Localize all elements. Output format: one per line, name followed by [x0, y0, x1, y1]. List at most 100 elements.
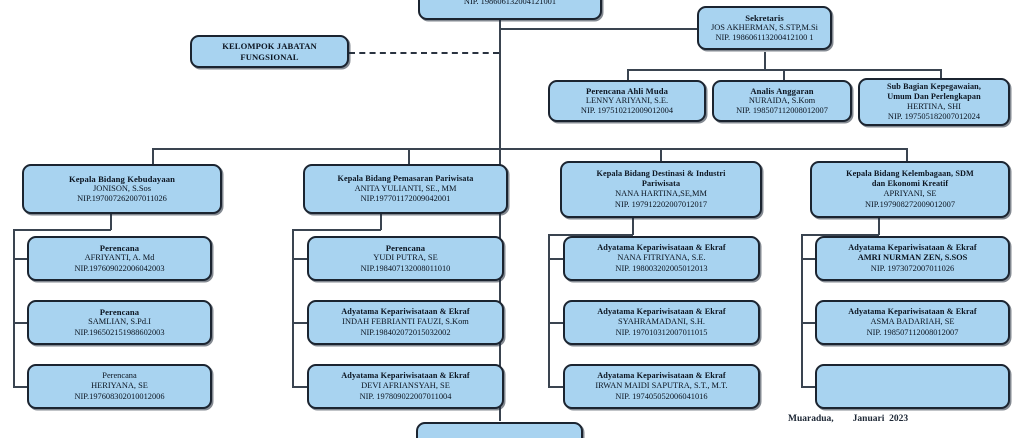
- staff-1-1-name: AFRIYANTI, A. Md: [84, 253, 155, 263]
- connector-staff-3-2: [548, 322, 563, 324]
- connector-unit-2: [783, 69, 785, 80]
- connector-spine-lower: [499, 171, 501, 421]
- unit-0-nip: NIP. 197510212009012004: [580, 106, 674, 116]
- box-staff-1-1[interactable]: Perencana AFRIYANTI, A. Md NIP.197609022…: [27, 236, 212, 281]
- box-staff-2-3[interactable]: Adyatama Kepariwisataan & Ekraf DEVI AFR…: [307, 364, 504, 409]
- box-staff-2-1[interactable]: Perencana YUDI PUTRA, SE NIP.19840713200…: [307, 236, 504, 281]
- connector-staff-rail-2-top: [292, 229, 381, 231]
- staff-4-2-nip: NIP. 198507112008012007: [866, 327, 959, 337]
- box-kepala-bidang-kelembagaan-sdm-ekraf[interactable]: Kepala Bidang Kelembagaan, SDM dan Ekono…: [810, 161, 1010, 218]
- connector-staff-4-1: [801, 258, 815, 260]
- connector-staff-1-3: [13, 386, 27, 388]
- unit-0-name: LENNY ARIYANI, S.E.: [585, 95, 669, 105]
- bidang-3-title-2: dan Ekonomi Kreatif: [871, 179, 949, 189]
- bidang-0-title: Kepala Bidang Kebudayaan: [68, 173, 176, 184]
- staff-3-1-title: Adyatama Kepariwisataan & Ekraf: [597, 243, 726, 253]
- connector-staff-4-3: [801, 386, 815, 388]
- unit-2-name: HERTINA, SHI: [907, 101, 961, 111]
- box-sekretaris[interactable]: Sekretaris JOS AKHERMAN, S.STP,M.Si NIP.…: [697, 6, 832, 50]
- staff-4-2-title: Adyatama Kepariwisataan & Ekraf: [848, 307, 977, 317]
- staff-3-2-name: SYAHRAMADANI, S.H.: [617, 317, 706, 327]
- sekretaris-nip: NIP. 198606113200412100 1: [715, 33, 814, 43]
- connector-spine-main: [499, 18, 501, 171]
- bidang-2-name: NANA HARTINA,SE,MM: [615, 189, 707, 199]
- staff-1-2-name: SAMLIAN, S.Pd.I: [88, 317, 151, 327]
- connector-staff-1-1: [13, 258, 27, 260]
- connector-staff-3-1: [548, 258, 563, 260]
- staff-2-1-title: Perencana: [385, 243, 426, 253]
- box-kepala-bidang-destinasi-industri-pariwisata[interactable]: Kepala Bidang Destinasi & Industri Pariw…: [560, 161, 762, 218]
- staff-3-3-name: IRWAN MAIDI SAPUTRA, S.T., M.T.: [595, 381, 728, 391]
- staff-4-2-name: ASMA BADARIAH, SE: [870, 317, 955, 327]
- unit-1-nip: NIP. 198507112008012007: [736, 106, 828, 116]
- bidang-2-title: Kepala Bidang Destinasi & Industri: [596, 169, 726, 179]
- box-kepala-bidang-kebudayaan[interactable]: Kepala Bidang Kebudayaan JONISON, S.Sos …: [22, 164, 222, 214]
- staff-2-3-title: Adyatama Kepariwisataan & Ekraf: [341, 371, 470, 381]
- unit-2-nip: NIP. 197505182007012024: [887, 112, 981, 121]
- staff-1-3-nip: NIP.197608302010012006: [74, 391, 165, 401]
- connector-staff-rail-1-top: [13, 229, 111, 231]
- box-kepala-uptd[interactable]: Kepala UPTD: [416, 422, 583, 438]
- staff-3-2-title: Adyatama Kepariwisataan & Ekraf: [597, 307, 726, 317]
- staff-2-1-name: YUDI PUTRA, SE: [373, 253, 438, 263]
- bidang-3-title: Kepala Bidang Kelembagaan, SDM: [846, 169, 974, 179]
- unit-0-title: Perencana Ahli Muda: [586, 85, 668, 96]
- connector-staff-1-2: [13, 322, 27, 324]
- connector-staff-rail-4: [801, 234, 803, 387]
- connector-staff-4-2: [801, 322, 815, 324]
- box-staff-4-1[interactable]: Adyatama Kepariwisataan & Ekraf AMRI NUR…: [815, 236, 1010, 281]
- box-staff-3-2[interactable]: Adyatama Kepariwisataan & Ekraf SYAHRAMA…: [563, 300, 760, 345]
- connector-staff-2-1: [292, 258, 307, 260]
- box-staff-3-3[interactable]: Adyatama Kepariwisataan & Ekraf IRWAN MA…: [563, 364, 760, 409]
- bidang-1-nip: NIP.197701172009042001: [360, 194, 451, 203]
- connector-bidang-bus: [152, 148, 907, 150]
- connector-bidang-drop-2: [408, 148, 410, 165]
- box-kelompok-jabatan-fungsional[interactable]: KELOMPOK JABATAN FUNGSIONAL: [190, 35, 349, 68]
- box-staff-1-2[interactable]: Perencana SAMLIAN, S.Pd.I NIP.1965021519…: [27, 300, 212, 345]
- connector-staff-rail-3-stub: [632, 218, 634, 235]
- staff-3-2-nip: NIP. 197010312007011015: [615, 327, 708, 337]
- unit-2-title-2: Umum Dan Perlengkapan: [887, 91, 981, 101]
- box-staff-4-2[interactable]: Adyatama Kepariwisataan & Ekraf ASMA BAD…: [815, 300, 1010, 345]
- staff-1-1-title: Perencana: [99, 243, 140, 253]
- box-staff-2-2[interactable]: Adyatama Kepariwisataan & Ekraf INDAH FE…: [307, 300, 504, 345]
- box-perencana-ahli-muda[interactable]: Perencana Ahli Muda LENNY ARIYANI, S.E. …: [548, 80, 706, 122]
- staff-2-2-nip: NIP.198402072015032002: [360, 327, 451, 337]
- connector-staff-rail-3: [548, 234, 550, 387]
- staff-3-3-nip: NIP. 197405052006041016: [615, 391, 708, 401]
- bidang-0-nip: NIP.197007262007011026: [77, 194, 167, 204]
- connector-unit-1: [627, 69, 629, 80]
- box-staff-1-3[interactable]: Perencana HERIYANA, SE NIP.1976083020100…: [27, 364, 212, 409]
- connector-staff-rail-2-stub: [380, 213, 382, 230]
- bidang-2-title-2: Pariwisata: [641, 179, 681, 189]
- connector-unit-3: [940, 69, 942, 80]
- bidang-2-nip: NIP. 197912202007012017: [614, 199, 708, 209]
- staff-2-3-nip: NIP. 197809022007011004: [359, 391, 452, 401]
- connector-staff-rail-3-top: [548, 234, 633, 236]
- connector-staff-2-3: [292, 386, 307, 388]
- box-kepala-dinas[interactable]: JOS AKHERMAN, S.STP,M.Si NIP. 1986061320…: [418, 0, 602, 20]
- connector-sekretaris-down: [764, 52, 766, 70]
- connector-staff-rail-2: [292, 229, 294, 387]
- connector-staff-rail-1-stub: [110, 213, 112, 230]
- bidang-3-nip: NIP.197908272009012007: [864, 199, 956, 209]
- bidang-1-title: Kepala Bidang Pemasaran Pariwisata: [337, 173, 474, 183]
- uptd-title: Kepala UPTD: [473, 437, 526, 438]
- connector-staff-3-3: [548, 386, 563, 388]
- place-and-date: Muaradua, Januari 2023: [788, 414, 909, 424]
- staff-3-3-title: Adyatama Kepariwisataan & Ekraf: [597, 371, 726, 381]
- connector-bidang-drop-3: [660, 148, 662, 165]
- bidang-1-name: ANITA YULIANTI, SE., MM: [354, 183, 457, 193]
- bidang-3-name: APRIYANI, SE: [883, 189, 937, 199]
- staff-2-3-name: DEVI AFRIANSYAH, SE: [361, 381, 450, 391]
- unit-1-name: NURAIDA, S.Kom: [748, 95, 816, 105]
- box-sub-bagian-kepegawaian[interactable]: Sub Bagian Kepegawaian, Umum Dan Perleng…: [858, 78, 1010, 126]
- box-kepala-bidang-pemasaran-pariwisata[interactable]: Kepala Bidang Pemasaran Pariwisata ANITA…: [303, 164, 508, 214]
- box-staff-3-1[interactable]: Adyatama Kepariwisataan & Ekraf NANA FIT…: [563, 236, 760, 281]
- connector-bidang-drop-4: [906, 148, 908, 165]
- staff-1-2-title: Perencana: [99, 307, 140, 317]
- box-staff-4-3[interactable]: [815, 364, 1010, 409]
- box-analis-anggaran[interactable]: Analis Anggaran NURAIDA, S.Kom NIP. 1985…: [712, 80, 852, 122]
- connector-to-sekretaris: [499, 28, 765, 30]
